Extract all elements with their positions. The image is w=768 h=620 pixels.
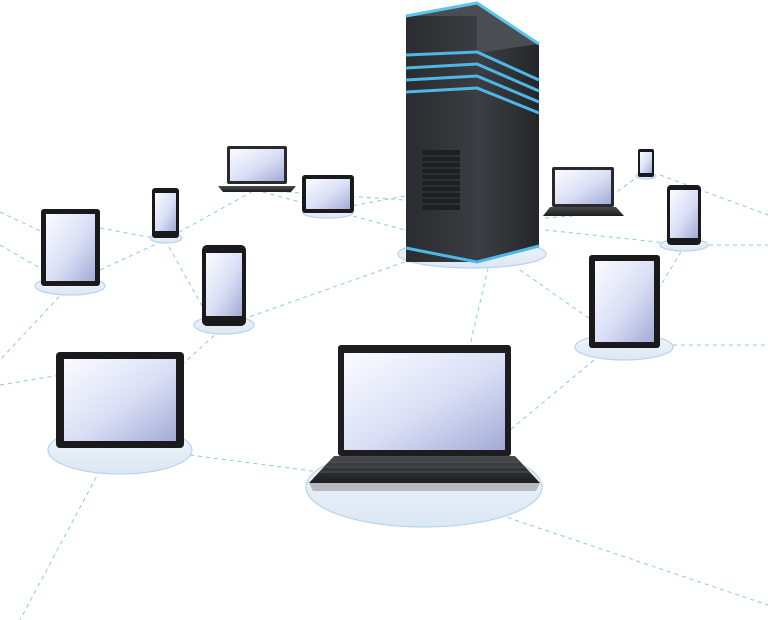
link	[509, 354, 601, 431]
server-side-panel	[477, 3, 539, 262]
device-screen	[344, 353, 505, 450]
device-screen	[555, 170, 611, 204]
link	[659, 174, 768, 216]
link	[99, 239, 166, 271]
laptop-device	[218, 146, 296, 192]
phone-device	[202, 245, 246, 326]
server-base-stripe	[405, 244, 540, 264]
server-light-stripes-top	[405, 1, 540, 46]
link	[329, 194, 411, 211]
link	[234, 259, 411, 323]
device-screen	[640, 152, 652, 173]
device-screen	[155, 193, 176, 231]
tablet-device	[589, 255, 660, 348]
link	[19, 469, 101, 620]
link	[189, 454, 321, 473]
link	[499, 514, 768, 606]
server-front-panel	[406, 16, 477, 262]
tablet-device	[56, 352, 184, 448]
laptop-device	[309, 345, 540, 491]
device-screen	[595, 261, 654, 342]
tablet-device	[302, 175, 354, 213]
phone-device	[152, 188, 179, 238]
device-screen	[306, 179, 350, 209]
device-screen	[46, 214, 95, 281]
link	[0, 284, 71, 361]
tablet-device	[41, 209, 100, 286]
laptop-keyboard-deck	[309, 456, 540, 483]
link	[0, 374, 61, 386]
phone-device	[638, 149, 654, 177]
link	[329, 209, 406, 231]
phone-device	[667, 185, 701, 245]
link	[469, 259, 491, 346]
device-screen	[64, 359, 176, 441]
server-tower	[405, 1, 540, 264]
link	[164, 189, 256, 241]
link	[99, 227, 166, 241]
device-screen	[670, 190, 698, 238]
laptop-device	[543, 167, 624, 216]
device-screen	[206, 253, 242, 316]
device-screen	[230, 149, 284, 181]
server-light-stripes	[405, 50, 540, 115]
